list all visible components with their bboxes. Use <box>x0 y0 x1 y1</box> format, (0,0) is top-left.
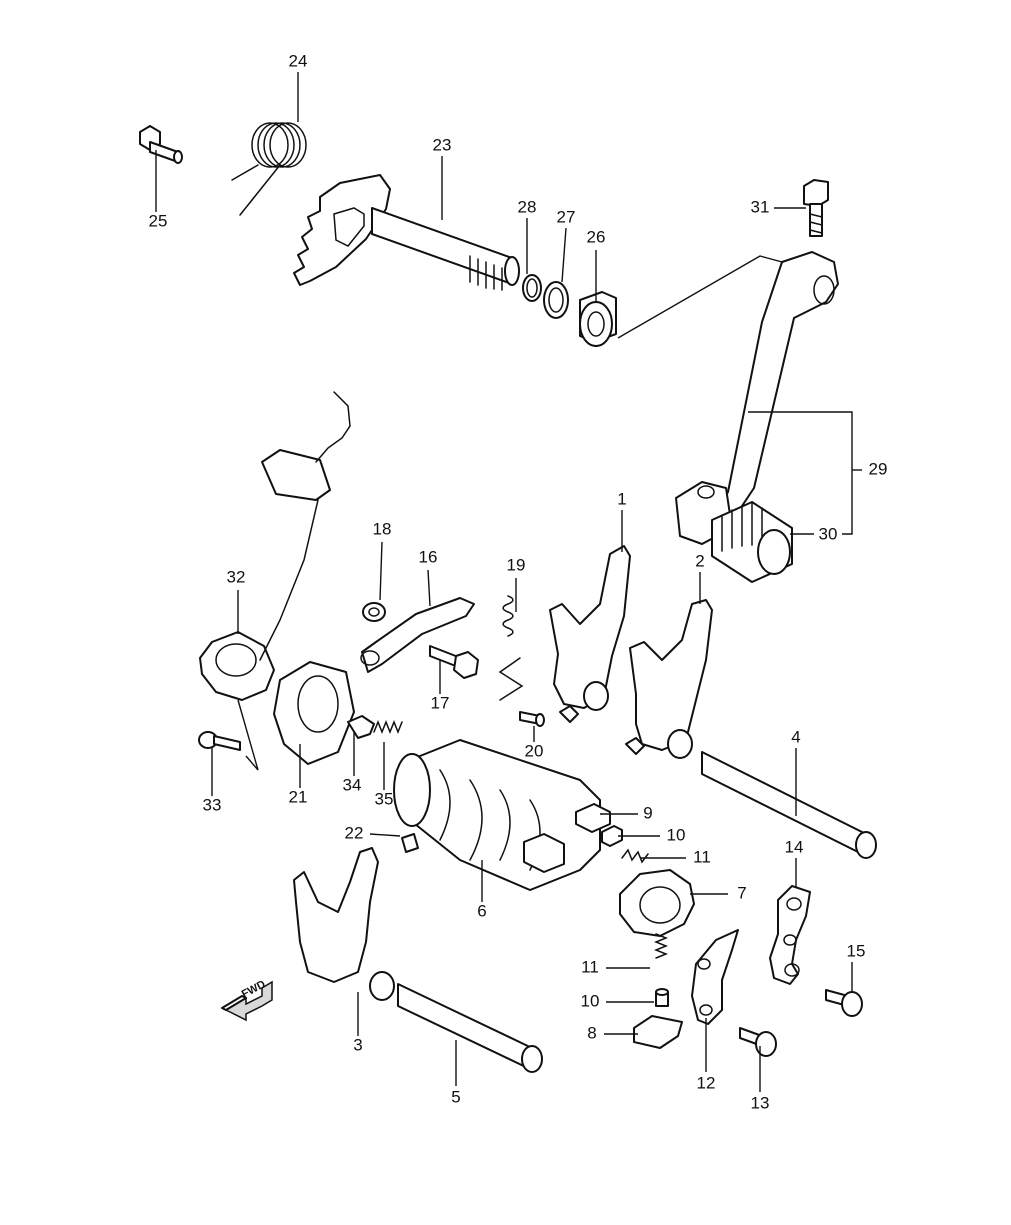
part-34-pin <box>347 715 375 739</box>
part-9-pin-plate <box>575 803 611 833</box>
part-12-pawl-holder <box>691 929 739 1025</box>
callout-18: 18 <box>373 519 392 538</box>
callout-10-upper: 10 <box>667 825 686 844</box>
callout-2: 2 <box>695 551 704 570</box>
callout-17: 17 <box>431 693 450 712</box>
part-16-stopper-arm <box>360 597 475 673</box>
part-11-spring-lower <box>653 933 669 959</box>
part-35-spring <box>373 719 403 735</box>
part-11-spring-upper <box>621 848 649 864</box>
part-25-bolt <box>139 125 183 164</box>
callout-33: 33 <box>203 795 222 814</box>
part-23-shift-shaft <box>293 174 520 291</box>
callout-28: 28 <box>518 197 537 216</box>
part-13-screw <box>739 1027 777 1057</box>
callout-31: 31 <box>751 197 770 216</box>
forward-arrow-icon <box>221 980 273 1022</box>
callout-11-lower: 11 <box>581 957 599 976</box>
callout-27: 27 <box>557 207 576 226</box>
part-17-bolt <box>429 645 479 679</box>
part-15-screw <box>825 989 863 1017</box>
callout-29: 29 <box>869 459 888 478</box>
part-22-dowel-pin <box>401 833 419 853</box>
callout-10-lower: 10 <box>581 991 600 1010</box>
part-28-circlip <box>522 274 542 302</box>
callout-26: 26 <box>587 227 606 246</box>
callout-9: 9 <box>643 803 652 822</box>
callout-13: 13 <box>751 1093 770 1112</box>
part-14-plate <box>769 885 811 985</box>
callout-23: 23 <box>433 135 452 154</box>
part-24-spring <box>231 122 307 216</box>
callout-7: 7 <box>737 883 746 902</box>
callout-32: 32 <box>227 567 246 586</box>
part-19-spring <box>498 595 524 701</box>
part-6-shift-drum <box>393 739 601 891</box>
part-10-pin-upper <box>601 825 623 847</box>
part-1-shift-fork <box>549 545 631 723</box>
part-5-fork-shaft <box>397 983 543 1073</box>
part-7-shift-cam <box>619 869 695 937</box>
callout-3: 3 <box>353 1035 362 1054</box>
part-2-shift-fork <box>625 599 713 759</box>
callout-15: 15 <box>847 941 866 960</box>
part-20-pin <box>519 711 545 727</box>
callout-35: 35 <box>375 789 394 808</box>
part-8-pawl <box>633 1015 683 1049</box>
callout-24: 24 <box>289 51 308 70</box>
callout-25: 25 <box>149 211 168 230</box>
part-10-pin-lower <box>655 988 669 1007</box>
part-3-shift-fork <box>293 847 395 1001</box>
part-18-washer <box>362 602 386 622</box>
leader-lines <box>155 72 862 1092</box>
callout-19: 19 <box>507 555 526 574</box>
part-31-bolt <box>803 179 829 237</box>
part-27-washer <box>543 281 569 319</box>
callout-21: 21 <box>289 787 308 806</box>
part-26-bearing <box>579 291 617 347</box>
callout-12: 12 <box>697 1073 716 1092</box>
part-29-shift-lever <box>675 251 839 545</box>
callout-34: 34 <box>343 775 362 794</box>
callout-6: 6 <box>477 901 486 920</box>
part-33-screw <box>198 731 241 751</box>
callout-14: 14 <box>785 837 804 856</box>
callout-5: 5 <box>451 1087 460 1106</box>
callout-11-upper: 11 <box>693 847 711 866</box>
callout-8: 8 <box>587 1023 596 1042</box>
part-4-fork-shaft <box>701 751 877 859</box>
callout-22: 22 <box>345 823 364 842</box>
part-21-cam-plate <box>273 661 355 765</box>
callout-16: 16 <box>419 547 438 566</box>
callout-1: 1 <box>617 489 626 508</box>
part-30-footrest-rubber <box>711 501 793 583</box>
callout-4: 4 <box>791 727 800 746</box>
part-32-position-sensor <box>199 391 351 701</box>
callout-30: 30 <box>819 524 838 543</box>
callout-20: 20 <box>525 741 544 760</box>
